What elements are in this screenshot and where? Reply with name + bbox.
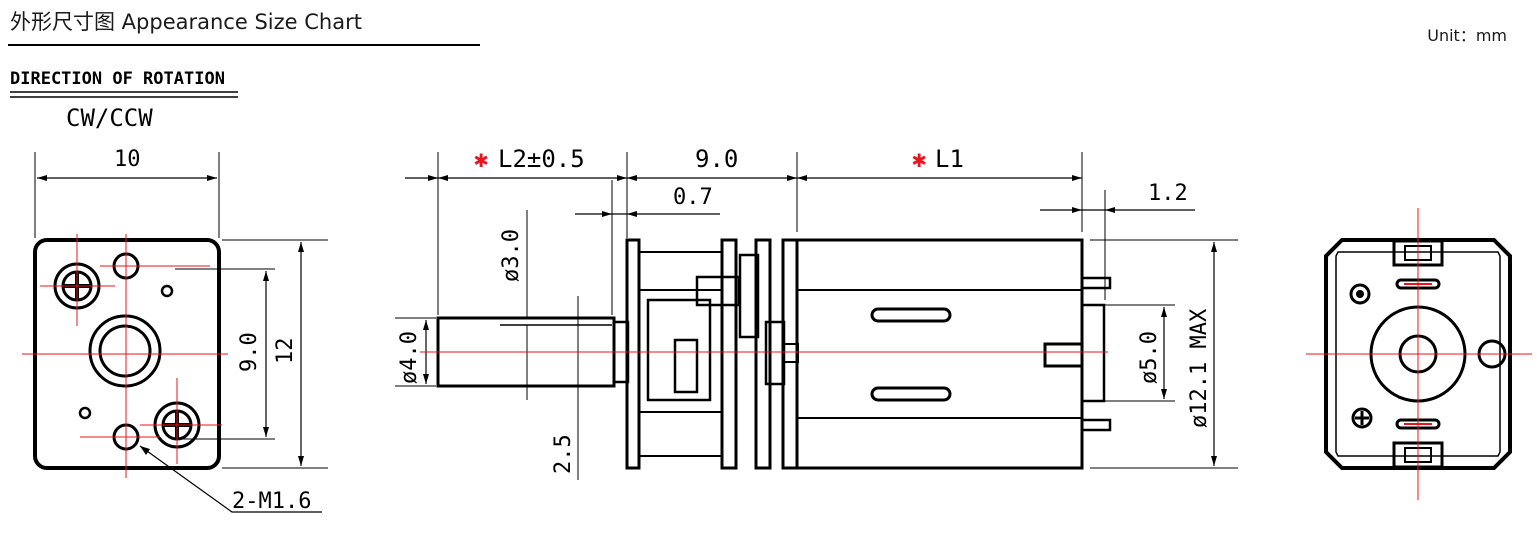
gear-1 [646,298,712,402]
terminal-bottom [1080,418,1112,432]
front-height-label: 12 [273,338,298,365]
motor-body [795,238,1084,470]
unit-label: Unit：mm [1427,26,1507,45]
small-hole-bottom [78,406,92,420]
l2-label: L2±0.5 [498,145,585,173]
l2-star: ✱ [474,145,488,173]
plate-gap-label: 0.7 [673,185,713,210]
side-view: ✱ L2±0.5 9.0 ✱ L1 0.7 1.2 ø4.0 ø3.0 2.5 [395,145,1238,480]
rear-boss [1080,303,1106,403]
terminal-len-label: 1.2 [1148,181,1188,206]
front-hub-inner [98,324,152,378]
front-hub-outer [88,314,162,388]
screw-icon [1351,407,1373,429]
gear-len-label: 9.0 [695,145,738,173]
motor-slot-top [870,307,952,323]
rear-plate [1324,238,1512,470]
l1-star: ✱ [912,145,926,173]
small-hole-top [160,284,174,298]
gearbox-front-plate [625,238,641,470]
boss-dia-label: ø5.0 [1137,331,1162,384]
screw-label: 2-M1.6 [232,489,311,514]
front-view: 10 9.0 12 [22,147,328,514]
screw-icon [1349,283,1371,305]
rotation-value: CW/CCW [66,104,153,132]
shaft-flat-label: ø3.0 [499,229,524,282]
l1-label: L1 [935,145,964,173]
body-dia-label: ø12.1 MAX [1187,308,1212,428]
flat-depth-label: 2.5 [551,434,576,474]
title-underline [8,44,480,46]
rotation-heading: DIRECTION OF ROTATION [10,69,225,89]
front-inner-label: 9.0 [237,332,262,372]
gearbox-mid-plate [720,238,738,470]
terminal-top [1080,276,1112,290]
shaft-dia-label: ø4.0 [397,331,422,384]
rotation-block: DIRECTION OF ROTATION CW/CCW [10,69,238,132]
motor-slot-bottom [870,386,952,402]
front-width-label: 10 [114,147,141,172]
page-title: 外形尺寸图 Appearance Size Chart [10,10,362,34]
rear-view [1306,208,1532,500]
screw-leader [139,445,322,513]
